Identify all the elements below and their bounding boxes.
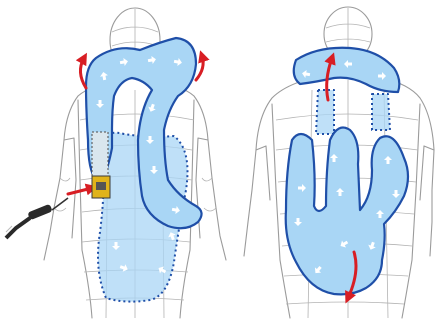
back-body-airbag — [286, 128, 408, 295]
tether-key-icon — [6, 198, 68, 238]
back-collar-airbag — [294, 48, 400, 92]
gas-canister-icon — [92, 132, 110, 198]
